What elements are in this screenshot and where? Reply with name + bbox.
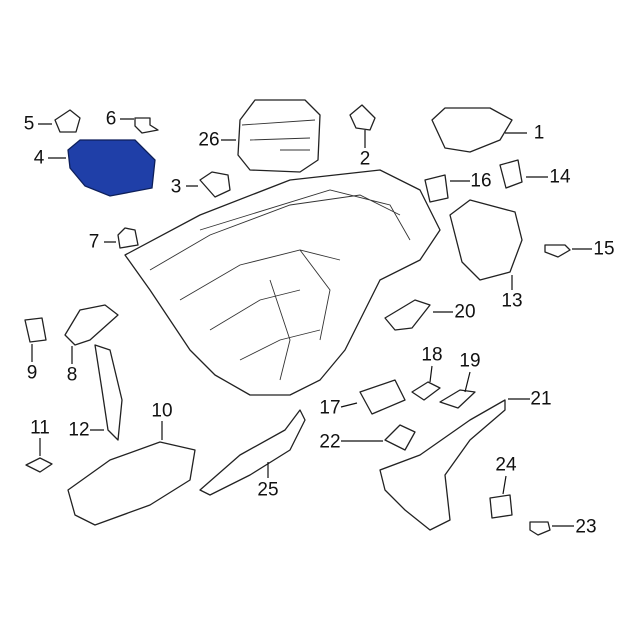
part-5 <box>54 109 81 133</box>
part-4 <box>67 139 156 197</box>
callout-3: 3 <box>170 176 182 198</box>
leader-lines <box>31 118 592 527</box>
callout-13: 13 <box>501 290 523 312</box>
part-19 <box>439 389 476 409</box>
callout-24: 24 <box>495 454 517 476</box>
part-22 <box>384 424 416 451</box>
part-6 <box>134 117 159 134</box>
part-24 <box>489 494 513 519</box>
part-20 <box>384 299 431 331</box>
part-13 <box>449 199 523 281</box>
callout-11: 11 <box>30 417 50 439</box>
part-18 <box>411 381 441 401</box>
part-14 <box>499 159 523 189</box>
callout-16: 16 <box>470 170 492 192</box>
part-1 <box>431 107 513 153</box>
part-12 <box>94 344 123 441</box>
callout-7: 7 <box>88 231 100 253</box>
part-17 <box>359 379 406 415</box>
callout-20: 20 <box>454 301 476 323</box>
part-7 <box>117 227 139 249</box>
part-dashboard <box>124 169 441 396</box>
callout-2: 2 <box>359 148 371 170</box>
callout-1: 1 <box>533 122 545 144</box>
callout-12: 12 <box>68 419 90 441</box>
part-21 <box>379 399 506 531</box>
callout-8: 8 <box>66 364 78 386</box>
part-25 <box>199 409 306 496</box>
part-10 <box>67 441 196 526</box>
part-3 <box>199 171 231 198</box>
callout-26: 26 <box>198 129 220 151</box>
part-8 <box>64 304 119 346</box>
part-15 <box>544 244 571 258</box>
callout-18: 18 <box>421 344 443 366</box>
callout-9: 9 <box>26 362 38 384</box>
callout-25: 25 <box>257 479 279 501</box>
callout-5: 5 <box>23 113 35 135</box>
callout-22: 22 <box>319 431 341 453</box>
part-26 <box>237 99 321 173</box>
part-11 <box>25 457 53 473</box>
part-23 <box>529 521 551 536</box>
part-2 <box>349 104 376 131</box>
callout-23: 23 <box>575 516 597 538</box>
callout-17: 17 <box>319 397 341 419</box>
callout-6: 6 <box>105 108 117 130</box>
callout-21: 21 <box>530 388 552 410</box>
callout-15: 15 <box>593 238 615 260</box>
callout-14: 14 <box>549 166 571 188</box>
callout-4: 4 <box>33 147 45 169</box>
part-16 <box>424 174 449 203</box>
part-9 <box>24 317 47 343</box>
callout-19: 19 <box>459 350 481 372</box>
callout-10: 10 <box>151 400 173 422</box>
